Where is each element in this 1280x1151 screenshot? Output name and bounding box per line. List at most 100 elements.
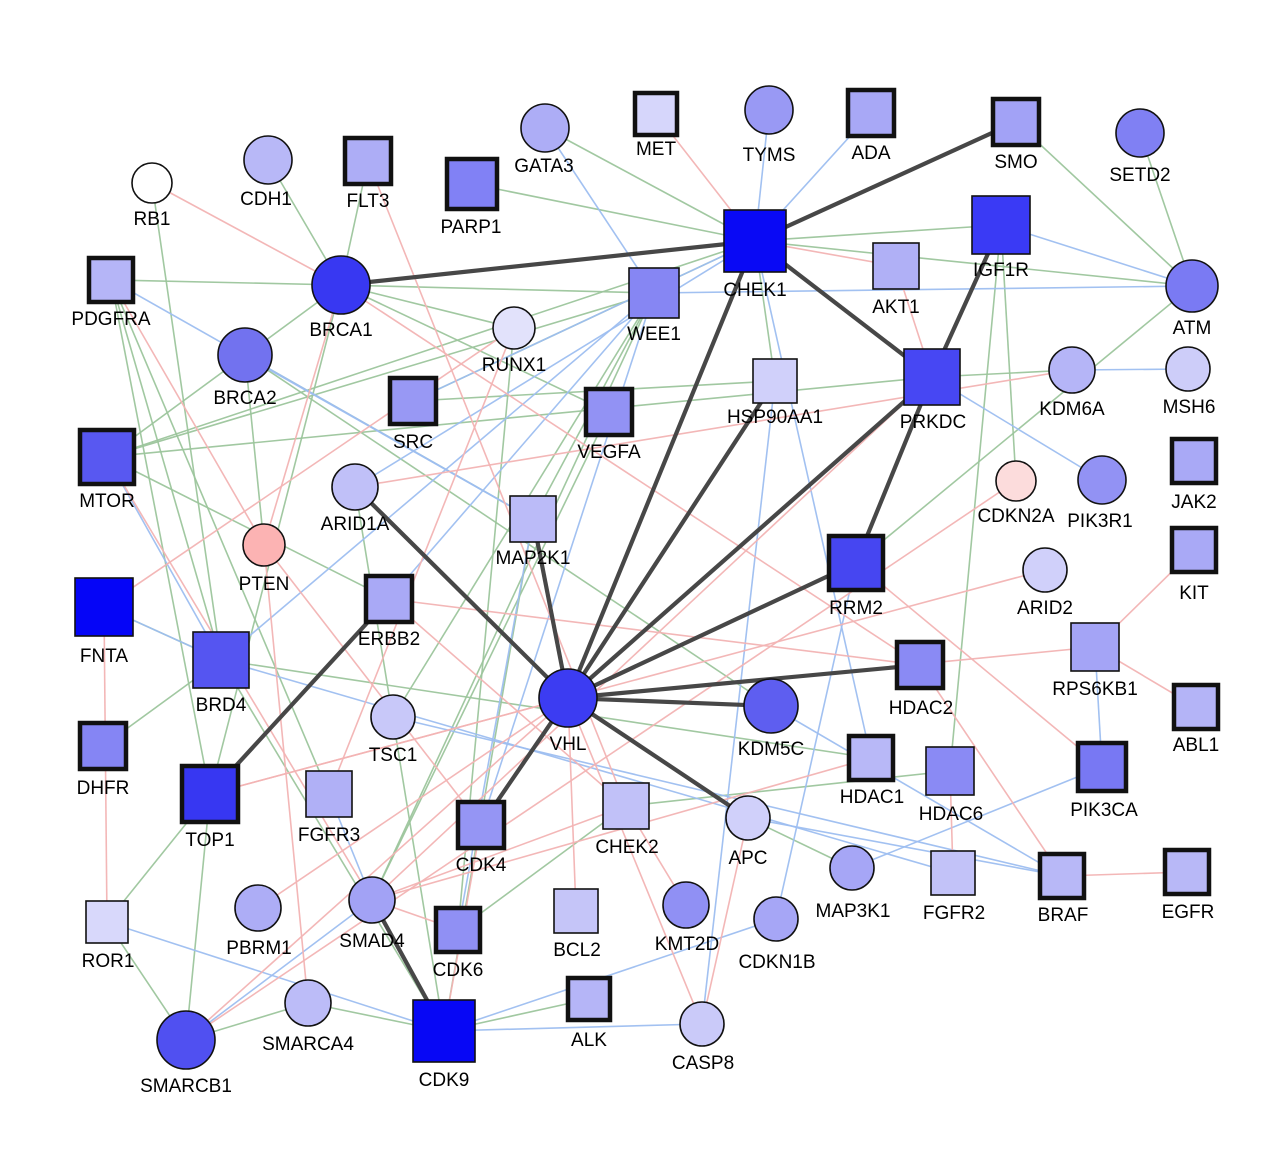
node-fgfr3[interactable]: FGFR3	[298, 770, 360, 846]
edge-chek1-vhl	[566, 240, 757, 699]
node-cdk9[interactable]: CDK9	[412, 999, 476, 1091]
node-egfr[interactable]: EGFR	[1162, 847, 1215, 923]
node-tyms[interactable]: TYMS	[743, 85, 796, 166]
node-parp1[interactable]: PARP1	[441, 156, 502, 238]
node-cdkn2a[interactable]: CDKN2A	[977, 460, 1055, 527]
node-label-map2k1: MAP2K1	[496, 548, 571, 569]
node-smarcb1[interactable]: SMARCB1	[140, 1010, 232, 1097]
node-label-fnta: FNTA	[80, 646, 129, 667]
edge-pdgfra-top1	[110, 279, 211, 795]
node-chek2[interactable]: CHEK2	[595, 782, 659, 858]
node-jak2[interactable]: JAK2	[1169, 436, 1219, 513]
node-label-bcl2: BCL2	[553, 940, 601, 961]
node-rrm2[interactable]: RRM2	[826, 533, 886, 619]
node-cdk4[interactable]: CDK4	[456, 799, 507, 876]
node-braf[interactable]: BRAF	[1038, 851, 1089, 926]
node-label-vhl: VHL	[550, 734, 587, 755]
node-chek1[interactable]: CHEK1	[723, 209, 787, 301]
node-abl1[interactable]: ABL1	[1171, 682, 1221, 756]
node-met-square	[632, 90, 680, 138]
node-pten[interactable]: PTEN	[239, 523, 290, 595]
node-tsc1[interactable]: TSC1	[369, 694, 418, 766]
node-casp8[interactable]: CASP8	[672, 1001, 734, 1074]
node-vegfa[interactable]: VEGFA	[577, 386, 641, 463]
node-rps6kb1[interactable]: RPS6KB1	[1052, 622, 1138, 700]
node-map3k1[interactable]: MAP3K1	[816, 845, 891, 922]
node-fnta[interactable]: FNTA	[74, 577, 134, 667]
node-cdk6[interactable]: CDK6	[433, 905, 484, 981]
node-top1[interactable]: TOP1	[179, 763, 241, 851]
node-igf1r[interactable]: IGF1R	[971, 195, 1031, 281]
node-kmt2d[interactable]: KMT2D	[655, 881, 719, 955]
node-hsp90aa1[interactable]: HSP90AA1	[727, 358, 823, 428]
node-flt3[interactable]: FLT3	[342, 135, 394, 212]
node-pik3ca[interactable]: PIK3CA	[1070, 740, 1138, 821]
node-brd4[interactable]: BRD4	[192, 631, 250, 716]
node-mtor[interactable]: MTOR	[77, 427, 137, 512]
node-msh6[interactable]: MSH6	[1163, 346, 1216, 418]
edge-chek1-gata3	[544, 127, 756, 242]
node-dhfr[interactable]: DHFR	[77, 720, 130, 799]
node-setd2[interactable]: SETD2	[1109, 108, 1171, 186]
node-kdm6a[interactable]: KDM6A	[1039, 346, 1105, 420]
node-vhl[interactable]: VHL	[538, 668, 598, 755]
node-prkdc[interactable]: PRKDC	[900, 348, 967, 433]
node-map2k1-square	[509, 495, 557, 543]
node-smad4[interactable]: SMAD4	[339, 876, 405, 952]
node-ada[interactable]: ADA	[845, 87, 897, 164]
node-kdm5c-circle	[743, 678, 799, 734]
node-rb1-circle	[131, 162, 173, 204]
node-brd4-square	[192, 631, 250, 689]
node-smo[interactable]: SMO	[990, 96, 1042, 173]
node-hdac2[interactable]: HDAC2	[889, 639, 953, 719]
node-prkdc-square	[903, 348, 961, 406]
node-wee1[interactable]: WEE1	[627, 267, 681, 345]
node-brca2[interactable]: BRCA2	[213, 327, 277, 409]
edge-vhl-top1	[209, 697, 569, 795]
edge-brca1-rb1	[151, 182, 342, 286]
edge-chek1-atm	[754, 240, 1193, 287]
node-pdgfra[interactable]: PDGFRA	[71, 255, 151, 330]
node-map2k1[interactable]: MAP2K1	[496, 495, 571, 569]
edge-cdk9-casp8	[443, 1023, 703, 1032]
node-gata3[interactable]: GATA3	[514, 103, 574, 177]
node-atm[interactable]: ATM	[1165, 259, 1219, 339]
edge-arid1a-vhl	[353, 485, 570, 700]
node-erbb2[interactable]: ERBB2	[358, 573, 420, 650]
node-alk[interactable]: ALK	[565, 975, 613, 1051]
edge-gata3-wee1	[544, 127, 655, 294]
node-cdh1[interactable]: CDH1	[240, 135, 293, 210]
node-label-hdac6: HDAC6	[919, 804, 983, 825]
node-smarca4[interactable]: SMARCA4	[262, 979, 354, 1055]
node-arid1a[interactable]: ARID1A	[321, 463, 390, 535]
node-kit[interactable]: KIT	[1169, 525, 1219, 604]
node-kdm5c[interactable]: KDM5C	[738, 678, 805, 760]
node-hdac1[interactable]: HDAC1	[840, 733, 904, 808]
node-atm-circle	[1165, 259, 1219, 313]
node-label-ada: ADA	[851, 143, 890, 164]
node-cdh1-circle	[243, 135, 293, 185]
node-label-chek1: CHEK1	[723, 280, 786, 301]
node-fgfr2[interactable]: FGFR2	[923, 850, 985, 924]
node-cdkn1b[interactable]: CDKN1B	[738, 896, 816, 973]
node-src[interactable]: SRC	[387, 375, 439, 453]
node-akt1[interactable]: AKT1	[872, 242, 920, 318]
node-hdac6-square	[925, 746, 975, 796]
node-pbrm1[interactable]: PBRM1	[226, 884, 292, 959]
node-met[interactable]: MET	[632, 90, 680, 160]
node-hdac6[interactable]: HDAC6	[919, 746, 983, 825]
node-tyms-circle	[744, 85, 794, 135]
node-pik3r1[interactable]: PIK3R1	[1067, 455, 1133, 532]
node-ror1[interactable]: ROR1	[82, 900, 135, 972]
node-label-akt1: AKT1	[872, 297, 920, 318]
node-arid2[interactable]: ARID2	[1017, 547, 1073, 619]
node-bcl2[interactable]: BCL2	[553, 888, 601, 961]
edge-mtor-brd4	[106, 456, 222, 661]
node-runx1[interactable]: RUNX1	[482, 306, 546, 376]
edge-hsp90aa1-vhl	[566, 379, 777, 700]
node-label-smarcb1: SMARCB1	[140, 1076, 232, 1097]
node-apc[interactable]: APC	[725, 795, 771, 869]
node-rb1[interactable]: RB1	[131, 162, 173, 230]
node-label-cdk4: CDK4	[456, 855, 507, 876]
node-brca1[interactable]: BRCA1	[309, 255, 373, 341]
